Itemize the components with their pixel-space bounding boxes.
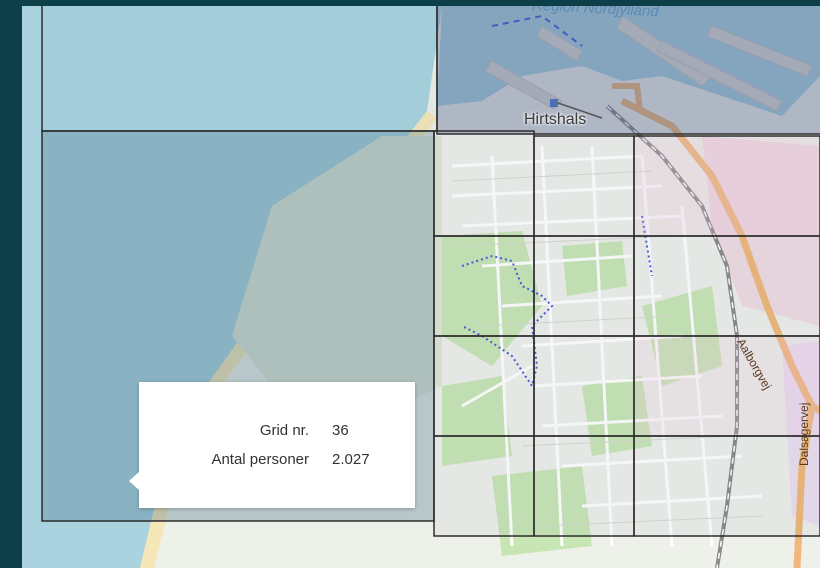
tooltip-key: Grid nr. xyxy=(259,422,309,439)
tooltip-value: 2.027 xyxy=(332,451,370,468)
tooltip-key: Antal personer xyxy=(211,451,309,468)
map-base xyxy=(22,6,820,568)
tooltip-arrow xyxy=(129,472,139,490)
grid-tooltip: Grid nr. 36 Antal personer 2.027 xyxy=(129,382,415,508)
tooltip-value: 36 xyxy=(332,422,349,439)
map-canvas[interactable]: Region Nordjylland Hirtshals Aalborgvej … xyxy=(22,6,820,568)
road-label-dalsagervej: Dalsagervej xyxy=(797,402,811,466)
city-label: Hirtshals xyxy=(524,111,587,128)
